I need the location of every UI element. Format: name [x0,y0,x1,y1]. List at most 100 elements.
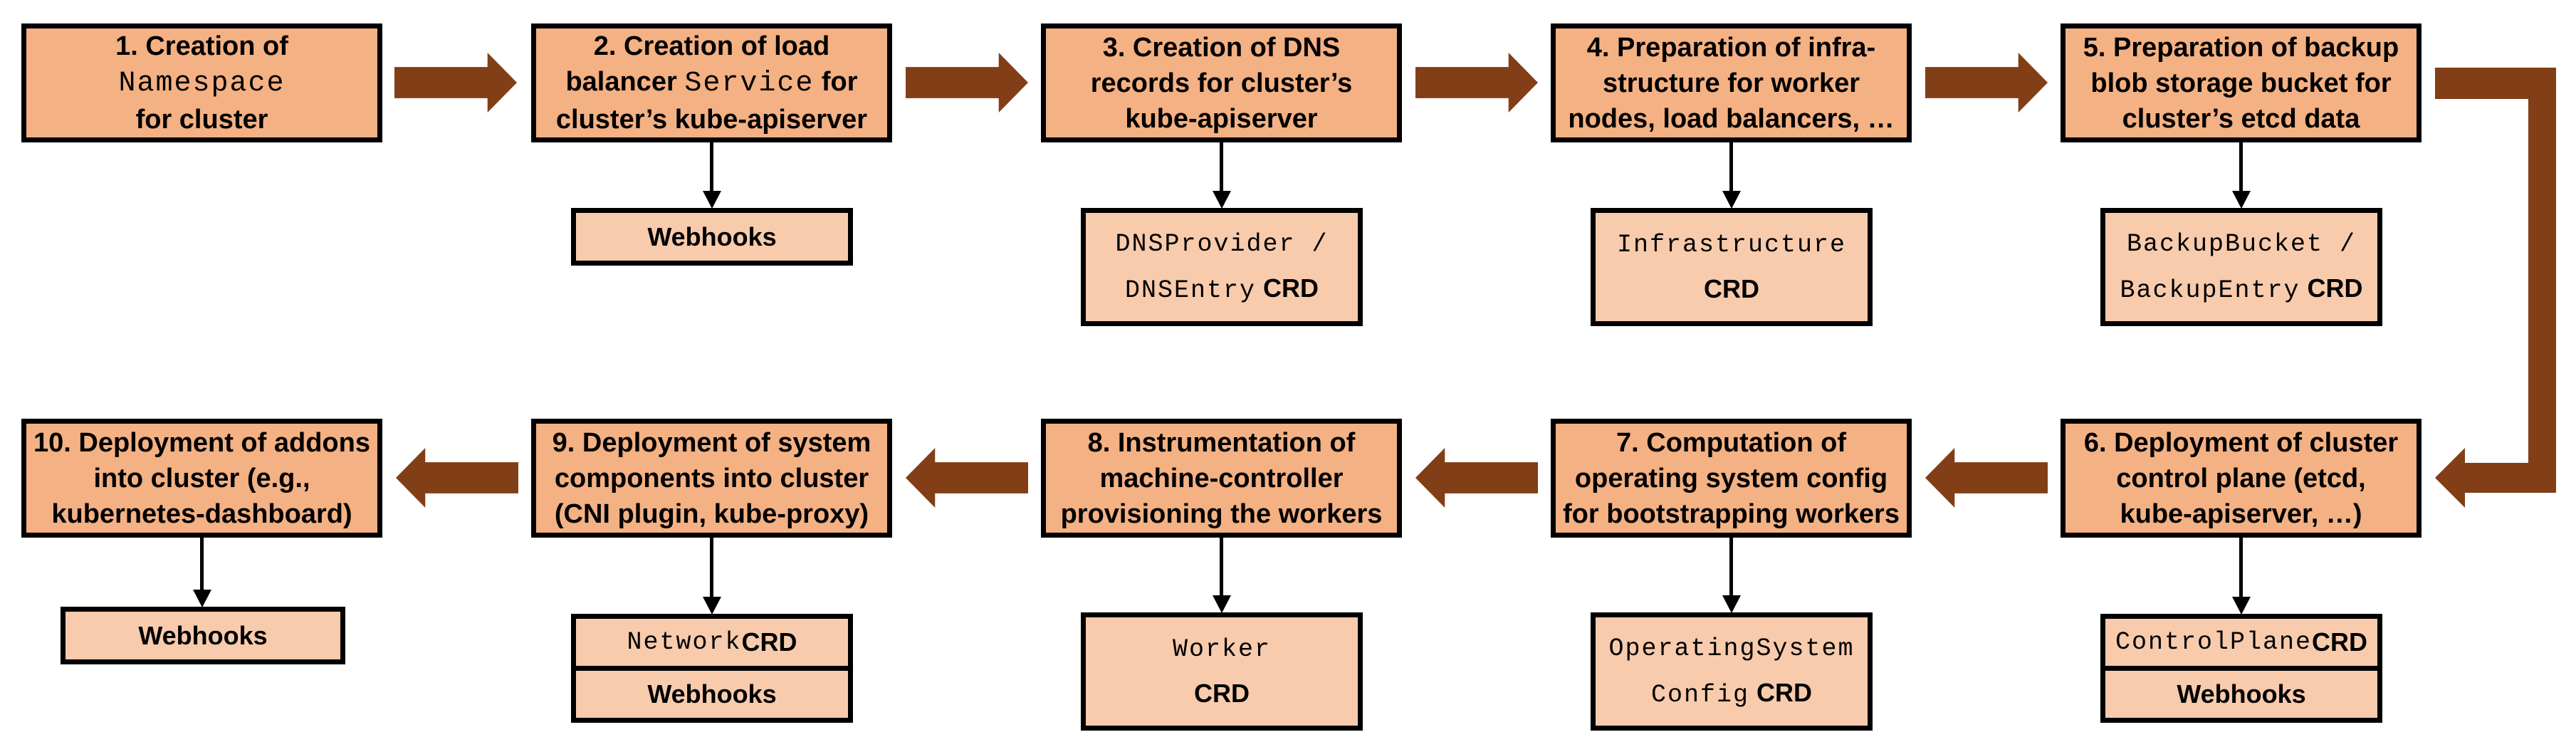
elbow-arm-bottom [2464,463,2556,493]
flow-arrow-3-4 [1415,53,1538,113]
webhooks-box-6: Webhooks [2100,666,2382,723]
worker-crd-line-2: CRD [1194,679,1250,708]
step-3-line-3: kube-apiserver [1125,103,1318,134]
code-network: Network [627,628,742,657]
crd-box-operatingsystemconfig: OperatingSystem Config CRD [1591,612,1873,731]
crd-box-webhooks-2: Webhooks [571,208,853,266]
step-1-line-3: for cluster [135,105,268,135]
flow-arrow-6-7 [1925,448,2048,508]
crd-box-backup: BackupBucket / BackupEntry CRD [2100,208,2382,326]
down-arrow-head-3 [1213,191,1231,209]
step-2-line-2b: for [814,67,858,97]
down-arrow-head-6 [2232,597,2251,615]
down-arrow-line-3 [1220,142,1223,192]
down-arrow-head-10 [193,590,211,607]
osc-crd-line-2: Config CRD [1651,671,1812,717]
crd-box-dns: DNSProvider / DNSEntry CRD [1081,208,1363,326]
backup-crd-line-1: BackupBucket / [2126,229,2357,258]
step-box-5: 5. Preparation of backup blob storage bu… [2061,23,2421,142]
infrastructure-crd-line-2: CRD [1704,274,1759,303]
crd-box-worker: Worker CRD [1081,612,1363,731]
down-arrow-head-8 [1213,595,1231,613]
down-arrow-head-5 [2232,191,2251,209]
step-box-7: 7. Computation of operating system confi… [1551,419,1912,538]
down-arrow-line-8 [1220,538,1223,596]
down-arrow-line-4 [1729,142,1733,192]
webhooks-box-9: Webhooks [571,666,853,723]
down-arrow-head-9 [703,597,721,615]
down-arrow-line-6 [2239,538,2243,597]
infrastructure-crd-line-1: Infrastructure [1616,231,1847,259]
code-dnsentry: DNSEntry [1124,276,1257,305]
step-2-line-2: balancer Service for [565,64,857,102]
down-arrow-line-5 [2239,142,2243,192]
step-10-line-3: kubernetes-dashboard) [51,498,352,529]
step-7-line-2: operating system config [1574,463,1888,493]
step-5-line-1: 5. Preparation of backup [2083,32,2399,63]
step-4-line-3: nodes, load balancers, … [1568,103,1895,134]
down-arrow-head-4 [1722,191,1741,209]
down-arrow-head-2 [703,191,721,209]
step-box-2: 2. Creation of load balancer Service for… [531,23,892,142]
flow-arrow-1-2 [394,53,517,113]
webhooks-2-label: Webhooks [647,221,777,251]
flow-arrow-9-10 [396,448,518,508]
flow-arrow-8-9 [906,448,1028,508]
crd-box-network: Network CRD [571,614,853,671]
step-box-10: 10. Deployment of addons into cluster (e… [21,419,382,538]
step-6-line-3: kube-apiserver, …) [2120,498,2362,529]
step-8-line-1: 8. Instrumentation of [1087,427,1356,458]
step-6-line-2: control plane (etcd, [2116,463,2366,493]
step-2-line-3: cluster’s kube-apiserver [555,105,868,135]
crd-box-infrastructure: Infrastructure CRD [1591,208,1873,326]
step-2-line-1: 2. Creation of load [593,31,830,61]
dns-crd-line-2: DNSEntry CRD [1125,266,1319,313]
step-3-line-2: records for cluster’s [1090,68,1353,98]
code-backupentry: BackupEntry [2120,276,2300,305]
osc-crd-line-1: OperatingSystem [1608,634,1855,663]
step-4-line-2: structure for worker [1602,68,1860,98]
flow-arrow-4-5 [1925,53,2048,113]
step-box-1: 1. Creation of Namespace for cluster [21,23,382,142]
step-7-line-1: 7. Computation of [1616,427,1846,458]
flow-arrow-7-8 [1415,448,1538,508]
step-2-line-2a: balancer [565,67,685,97]
elbow-arrowhead [2435,448,2465,508]
down-arrow-line-10 [200,538,204,590]
code-namespace: Namespace [118,68,286,100]
webhooks-9-label: Webhooks [647,679,777,709]
step-5-line-3: cluster’s etcd data [2122,103,2360,134]
down-arrow-line-9 [710,538,713,597]
step-box-9: 9. Deployment of system components into … [531,419,892,538]
step-3-line-1: 3. Creation of DNS [1102,32,1341,63]
step-5-line-2: blob storage bucket for [2090,68,2392,98]
step-9-line-2: components into cluster [554,463,869,493]
step-9-line-3: (CNI plugin, kube-proxy) [554,498,869,529]
step-box-8: 8. Instrumentation of machine-controller… [1041,419,1402,538]
webhooks-10-label: Webhooks [138,620,268,650]
webhooks-box-10: Webhooks [61,607,345,664]
step-8-line-3: provisioning the workers [1060,498,1383,529]
backup-crd-suffix: CRD [2300,273,2363,303]
code-service: Service [684,68,815,100]
worker-crd-line-1: Worker [1172,635,1272,664]
controlplane-crd-suffix: CRD [2312,627,2368,657]
code-config: Config [1650,680,1750,709]
step-8-line-2: machine-controller [1099,463,1344,493]
step-7-line-3: for bootstrapping workers [1563,498,1900,529]
step-6-line-1: 6. Deployment of cluster [2083,427,2399,458]
osc-crd-suffix: CRD [1749,677,1813,707]
flow-arrow-2-3 [906,53,1028,113]
down-arrow-line-7 [1729,538,1733,596]
dns-crd-line-1: DNSProvider / [1115,229,1329,258]
step-4-line-1: 4. Preparation of infra- [1586,32,1876,63]
step-1-line-1: 1. Creation of [115,31,288,61]
dns-crd-suffix: CRD [1256,273,1319,303]
crd-box-controlplane: ControlPlane CRD [2100,614,2382,671]
step-10-line-1: 10. Deployment of addons [33,427,370,458]
webhooks-6-label: Webhooks [2177,679,2306,709]
step-box-6: 6. Deployment of cluster control plane (… [2061,419,2421,538]
step-9-line-1: 9. Deployment of system [552,427,871,458]
step-1-line-2: Namespace [118,64,285,102]
